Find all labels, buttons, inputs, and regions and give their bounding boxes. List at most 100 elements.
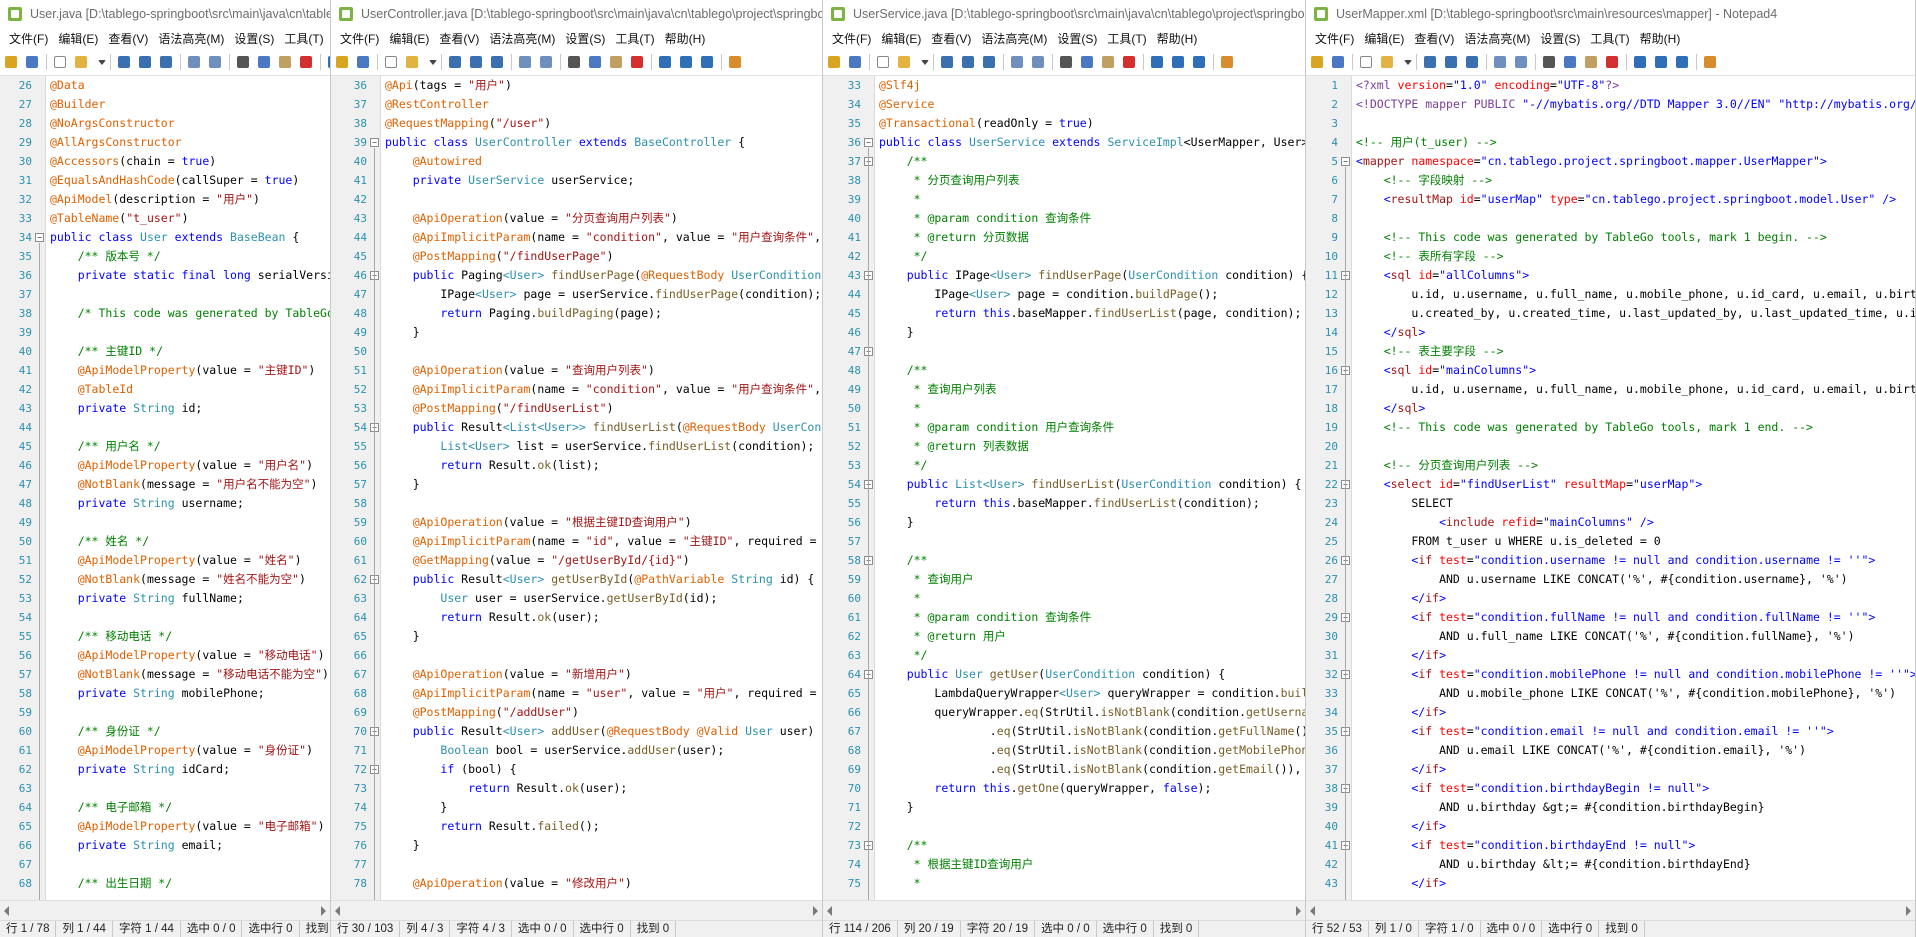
horizontal-scrollbar[interactable] [0, 900, 330, 920]
cut-icon[interactable] [1540, 53, 1558, 71]
horizontal-scrollbar[interactable] [823, 900, 1305, 920]
delete-icon[interactable] [1603, 53, 1621, 71]
menu-item-5[interactable]: 工具(T) [1107, 32, 1147, 46]
window-titlebar[interactable]: User.java [D:\tablego-springboot\src\mai… [0, 0, 330, 28]
save-icon[interactable] [1421, 53, 1439, 71]
menu-item-2[interactable]: 查看(V) [931, 32, 972, 46]
menu-item-3[interactable]: 语法高亮(M) [158, 32, 225, 46]
undo-icon[interactable] [1008, 53, 1026, 71]
menu-item-1[interactable]: 编辑(E) [389, 32, 430, 46]
code-area[interactable]: <?xml version="1.0" encoding="UTF-8"?><!… [1352, 76, 1915, 900]
find-file-icon[interactable] [23, 53, 41, 71]
menu-item-6[interactable]: 帮助(H) [1156, 32, 1198, 46]
replace-icon[interactable] [1169, 53, 1187, 71]
scroll-left-arrow-icon[interactable] [1310, 906, 1315, 916]
save-icon[interactable] [938, 53, 956, 71]
menu-item-6[interactable]: 帮助(H) [1639, 32, 1681, 46]
menu-item-2[interactable]: 查看(V) [108, 32, 149, 46]
delete-icon[interactable] [1120, 53, 1138, 71]
menu-item-0[interactable]: 文件(F) [832, 32, 872, 46]
fold-marker-icon[interactable]: − [370, 138, 379, 147]
redo-icon[interactable] [537, 53, 555, 71]
bookmark-icon[interactable] [2, 53, 20, 71]
save-icon[interactable] [115, 53, 133, 71]
redo-icon[interactable] [1029, 53, 1047, 71]
menu-item-2[interactable]: 查看(V) [439, 32, 480, 46]
menu-item-1[interactable]: 编辑(E) [881, 32, 922, 46]
menu-item-0[interactable]: 文件(F) [1315, 32, 1355, 46]
save-all-icon[interactable] [980, 53, 998, 71]
save-all-icon[interactable] [488, 53, 506, 71]
paste-icon[interactable] [607, 53, 625, 71]
find-icon[interactable] [656, 53, 674, 71]
scroll-right-arrow-icon[interactable] [1906, 906, 1911, 916]
new-file-icon[interactable] [382, 53, 400, 71]
cut-icon[interactable] [565, 53, 583, 71]
window-titlebar[interactable]: UserMapper.xml [D:\tablego-springboot\sr… [1306, 0, 1915, 28]
save-as-icon[interactable] [1442, 53, 1460, 71]
code-area[interactable]: @Data@Builder@NoArgsConstructor@AllArgsC… [46, 76, 330, 900]
copy-icon[interactable] [586, 53, 604, 71]
code-editor[interactable]: 36373839−40414243444546−4748495051525354… [331, 76, 822, 900]
save-as-icon[interactable] [136, 53, 154, 71]
horizontal-scrollbar[interactable] [331, 900, 822, 920]
menu-item-0[interactable]: 文件(F) [340, 32, 380, 46]
menu-item-5[interactable]: 工具(T) [615, 32, 655, 46]
open-file-icon[interactable] [895, 53, 913, 71]
menu-item-4[interactable]: 设置(S) [565, 32, 606, 46]
code-editor[interactable]: 12345−67891011−1213141516−171819202122−2… [1306, 76, 1915, 900]
save-icon[interactable] [446, 53, 464, 71]
menu-item-6[interactable]: 帮助(H) [664, 32, 706, 46]
menu-item-5[interactable]: 工具(T) [1590, 32, 1630, 46]
menu-item-2[interactable]: 查看(V) [1414, 32, 1455, 46]
replace-icon[interactable] [1652, 53, 1670, 71]
horizontal-scrollbar[interactable] [1306, 900, 1915, 920]
menu-item-1[interactable]: 编辑(E) [1364, 32, 1405, 46]
wrap-icon[interactable] [726, 53, 744, 71]
delete-icon[interactable] [628, 53, 646, 71]
replace-icon[interactable] [677, 53, 695, 71]
new-file-icon[interactable] [1357, 53, 1375, 71]
window-titlebar[interactable]: UserService.java [D:\tablego-springboot\… [823, 0, 1305, 28]
menu-item-0[interactable]: 文件(F) [9, 32, 49, 46]
redo-icon[interactable] [206, 53, 224, 71]
open-file-icon[interactable] [72, 53, 90, 71]
find-icon[interactable] [1631, 53, 1649, 71]
scroll-left-arrow-icon[interactable] [4, 906, 9, 916]
undo-icon[interactable] [1491, 53, 1509, 71]
delete-icon[interactable] [297, 53, 315, 71]
menu-item-3[interactable]: 语法高亮(M) [1464, 32, 1531, 46]
menu-item-6[interactable]: 帮助(H) [329, 28, 330, 50]
wrap-icon[interactable] [1218, 53, 1236, 71]
bookmark-icon[interactable] [1308, 53, 1326, 71]
menu-item-1[interactable]: 编辑(E) [58, 32, 99, 46]
fold-marker-icon[interactable]: − [35, 233, 44, 242]
wrap-icon[interactable] [1701, 53, 1719, 71]
find-file-icon[interactable] [846, 53, 864, 71]
fold-marker-icon[interactable]: − [1341, 157, 1350, 166]
menu-item-4[interactable]: 设置(S) [234, 32, 275, 46]
scroll-left-arrow-icon[interactable] [827, 906, 832, 916]
new-file-icon[interactable] [874, 53, 892, 71]
find-file-icon[interactable] [1329, 53, 1347, 71]
dropdown-icon[interactable] [93, 53, 106, 71]
copy-icon[interactable] [255, 53, 273, 71]
goto-icon[interactable] [1190, 53, 1208, 71]
goto-icon[interactable] [1673, 53, 1691, 71]
fold-marker-icon[interactable]: − [864, 138, 873, 147]
copy-icon[interactable] [1561, 53, 1579, 71]
menu-item-4[interactable]: 设置(S) [1540, 32, 1581, 46]
save-as-icon[interactable] [467, 53, 485, 71]
save-as-icon[interactable] [959, 53, 977, 71]
open-file-icon[interactable] [1378, 53, 1396, 71]
dropdown-icon[interactable] [424, 53, 437, 71]
dropdown-icon[interactable] [916, 53, 929, 71]
goto-icon[interactable] [698, 53, 716, 71]
code-editor[interactable]: 33343536−37−383940414243−44454647−484950… [823, 76, 1305, 900]
bookmark-icon[interactable] [825, 53, 843, 71]
paste-icon[interactable] [276, 53, 294, 71]
dropdown-icon[interactable] [1399, 53, 1412, 71]
bookmark-icon[interactable] [333, 53, 351, 71]
scroll-right-arrow-icon[interactable] [1296, 906, 1301, 916]
